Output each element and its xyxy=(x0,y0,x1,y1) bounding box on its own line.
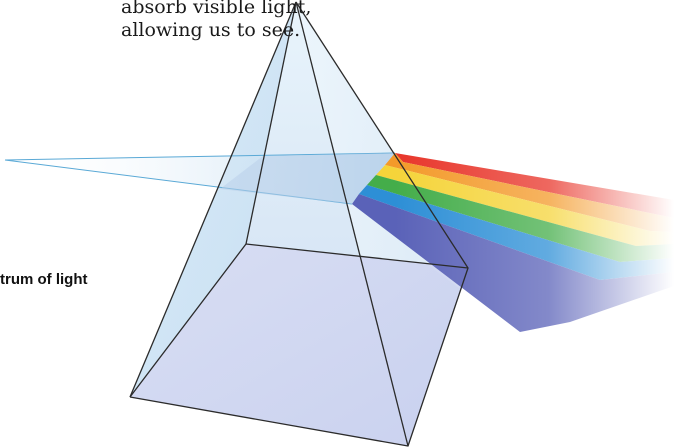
prism-base xyxy=(130,244,468,446)
caption-line-1: absorb visible light, xyxy=(121,0,312,18)
spectrum-bands xyxy=(350,150,674,334)
spectrum-fade-overlay xyxy=(350,150,674,334)
caption-text: absorb visible light, allowing us to see… xyxy=(121,0,312,42)
prism-outline xyxy=(129,1,469,447)
caption-line-2: allowing us to see. xyxy=(121,19,301,41)
refracted-light-inside xyxy=(220,153,395,204)
incoming-beam-top-edge xyxy=(4,152,396,161)
spectrum-label: trum of light xyxy=(0,271,88,288)
